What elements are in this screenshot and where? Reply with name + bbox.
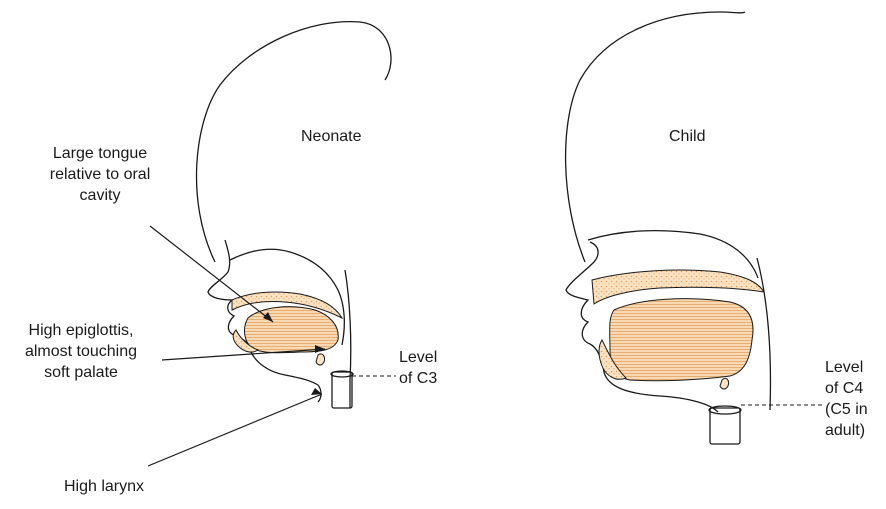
neonate-tongue-label: Large tongue relative to oral cavity bbox=[20, 143, 180, 206]
neonate-epiglottis-label-line-3: soft palate bbox=[6, 362, 156, 383]
neonate-tongue bbox=[245, 307, 339, 353]
neonate-larynx-label: High larynx bbox=[64, 476, 144, 497]
child-level-label-line-1: Level bbox=[825, 357, 868, 378]
child-level-label: Level of C4 (C5 in adult) bbox=[825, 357, 868, 441]
child-tongue bbox=[610, 299, 753, 381]
child-skull-outline bbox=[566, 12, 745, 262]
child-epiglottis bbox=[720, 378, 729, 389]
neonate-epiglottis-label-line-2: almost touching bbox=[6, 341, 156, 362]
child-level-label-line-4: adult) bbox=[825, 420, 868, 441]
neonate-title: Neonate bbox=[301, 126, 362, 147]
child-title: Child bbox=[669, 126, 705, 147]
neonate-tongue-label-line-1: Large tongue bbox=[20, 143, 180, 164]
neonate-epiglottis-label: High epiglottis, almost touching soft pa… bbox=[6, 320, 156, 383]
child-level-label-line-2: of C4 bbox=[825, 378, 868, 399]
child-level-label-line-3: (C5 in bbox=[825, 399, 868, 420]
neonate-neck-back bbox=[345, 270, 351, 408]
neonate-level-label-line-1: Level bbox=[399, 347, 437, 368]
neonate-level-label: Level of C3 bbox=[399, 347, 437, 389]
neonate-epiglottis-label-line-1: High epiglottis, bbox=[6, 320, 156, 341]
neonate-larynx-leader bbox=[148, 394, 322, 466]
neonate-epiglottis bbox=[316, 354, 325, 365]
child-neck-back bbox=[757, 258, 770, 410]
neonate-tongue-label-line-2: relative to oral bbox=[20, 164, 180, 185]
neonate-tongue-label-line-3: cavity bbox=[20, 185, 180, 206]
neonate-level-label-line-2: of C3 bbox=[399, 368, 437, 389]
neonate-tongue-leader bbox=[150, 226, 273, 322]
